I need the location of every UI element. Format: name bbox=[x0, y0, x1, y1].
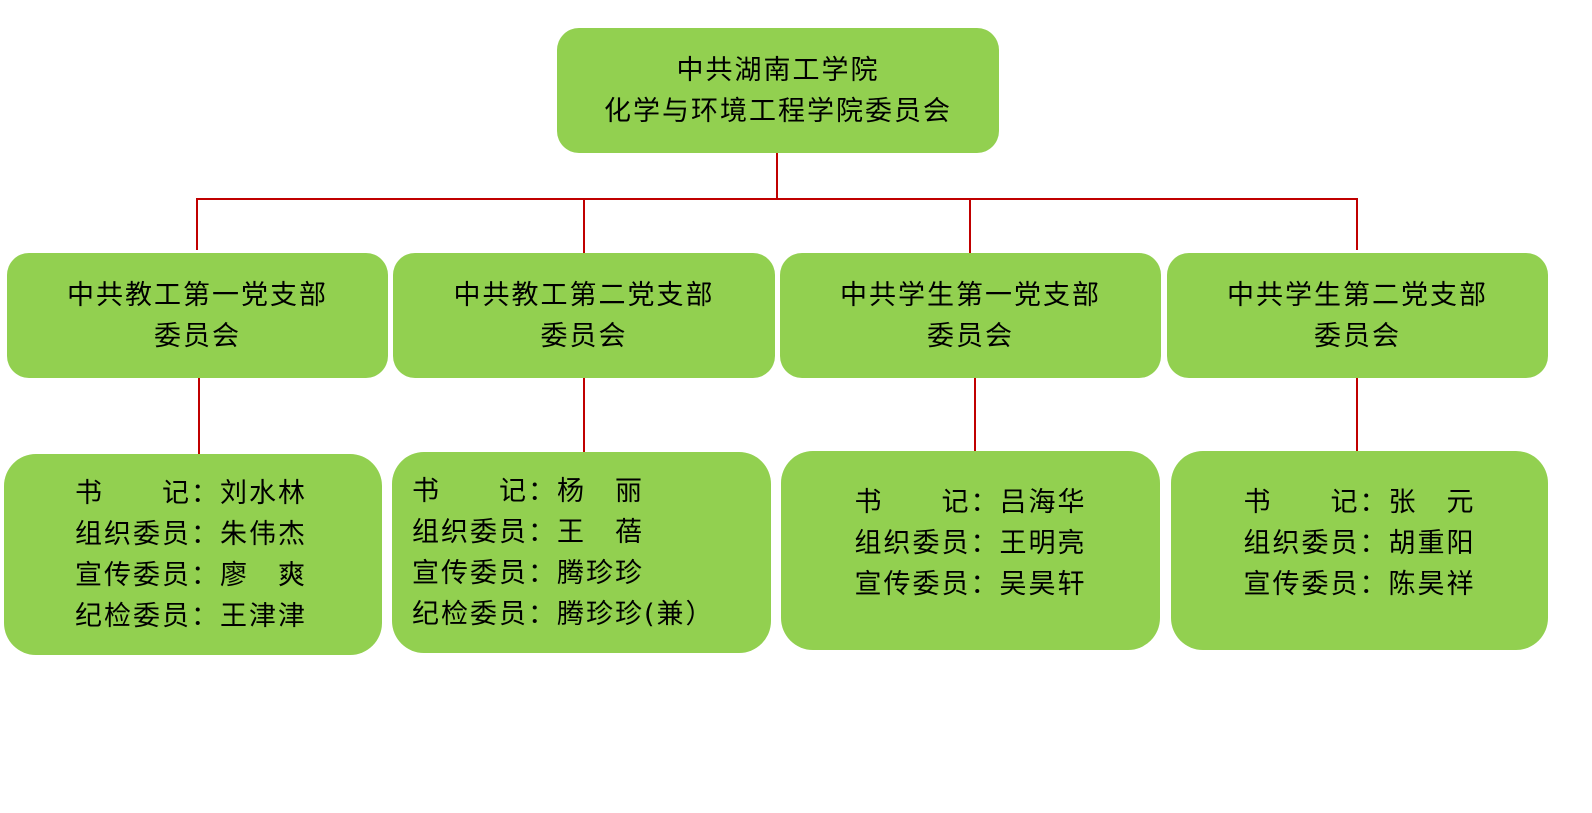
connector-branch-4 bbox=[1356, 198, 1358, 250]
member-line: 纪检委员：腾珍珍(兼） bbox=[412, 598, 715, 630]
member-line: 组织委员：王明亮 bbox=[854, 528, 1087, 559]
branch-title-line1: 中共教工第二党支部 bbox=[453, 279, 715, 311]
member-line: 组织委员：王 蓓 bbox=[412, 516, 644, 548]
member-line: 书 记：刘水林 bbox=[75, 477, 307, 509]
member-line: 宣传委员：腾珍珍 bbox=[412, 557, 644, 589]
member-line: 宣传委员：吴昊轩 bbox=[854, 569, 1087, 600]
member-line: 纪检委员：王津津 bbox=[75, 600, 307, 632]
connector-members-1 bbox=[198, 378, 200, 454]
member-line: 宣传委员：廖 爽 bbox=[75, 559, 307, 591]
member-line: 书 记：杨 丽 bbox=[412, 475, 644, 507]
connector-branch-1 bbox=[196, 198, 198, 250]
branch-node-4: 中共学生第二党支部 委员会 bbox=[1167, 253, 1548, 378]
root-committee-node: 中共湖南工学院 化学与环境工程学院委员会 bbox=[557, 28, 999, 153]
connector-branch-2 bbox=[583, 198, 585, 253]
branch-node-3: 中共学生第一党支部 委员会 bbox=[780, 253, 1161, 378]
connector-members-4 bbox=[1356, 378, 1358, 451]
connector-members-3 bbox=[974, 378, 976, 451]
branch-title-line2: 委员会 bbox=[540, 320, 628, 352]
root-title-line2: 化学与环境工程学院委员会 bbox=[604, 95, 952, 127]
branch-title-line2: 委员会 bbox=[154, 320, 241, 352]
connector-members-2 bbox=[583, 378, 585, 452]
branch-title-line1: 中共教工第一党支部 bbox=[67, 279, 328, 311]
member-line: 组织委员：胡重阳 bbox=[1243, 528, 1476, 559]
root-title-line1: 中共湖南工学院 bbox=[676, 54, 880, 86]
branch-node-2: 中共教工第二党支部 委员会 bbox=[393, 253, 775, 378]
members-node-4: 书 记：张 元 组织委员：胡重阳 宣传委员：陈昊祥 bbox=[1171, 451, 1548, 650]
branch-title-line2: 委员会 bbox=[927, 320, 1014, 352]
connector-branch-3 bbox=[969, 198, 971, 253]
member-line: 书 记：张 元 bbox=[1243, 487, 1476, 518]
connector-horizontal bbox=[196, 198, 1358, 200]
connector-root-down bbox=[776, 153, 778, 200]
member-line: 书 记：吕海华 bbox=[854, 487, 1087, 518]
branch-node-1: 中共教工第一党支部 委员会 bbox=[7, 253, 388, 378]
member-line: 组织委员：朱伟杰 bbox=[75, 518, 307, 550]
members-node-3: 书 记：吕海华 组织委员：王明亮 宣传委员：吴昊轩 bbox=[781, 451, 1160, 650]
branch-title-line2: 委员会 bbox=[1314, 320, 1401, 352]
members-node-1: 书 记：刘水林 组织委员：朱伟杰 宣传委员：廖 爽 纪检委员：王津津 bbox=[4, 454, 382, 655]
members-node-2: 书 记：杨 丽 组织委员：王 蓓 宣传委员：腾珍珍 纪检委员：腾珍珍(兼） bbox=[392, 452, 771, 653]
member-line: 宣传委员：陈昊祥 bbox=[1243, 569, 1476, 600]
branch-title-line1: 中共学生第一党支部 bbox=[840, 279, 1101, 311]
branch-title-line1: 中共学生第二党支部 bbox=[1227, 279, 1488, 311]
